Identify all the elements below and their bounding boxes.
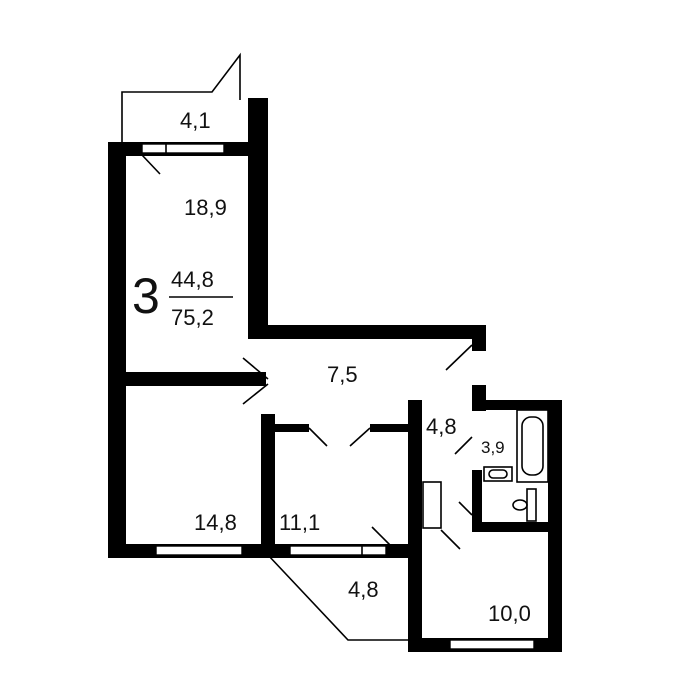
balcony-bottom-outline bbox=[267, 554, 410, 641]
area-label-room-middle: 11,1 bbox=[279, 510, 320, 535]
area-label-kitchen: 10,0 bbox=[488, 601, 531, 626]
area-label-room-left: 14,8 bbox=[194, 510, 237, 535]
area-label-balcony-bottom: 4,8 bbox=[348, 577, 379, 602]
window-room-middle bbox=[289, 545, 387, 556]
area-label-corridor: 4,8 bbox=[426, 414, 457, 439]
bathtub bbox=[516, 409, 549, 483]
kitchen-stove bbox=[422, 481, 442, 529]
window-room-left bbox=[155, 545, 243, 556]
room-count: 3 bbox=[132, 268, 160, 324]
toilet bbox=[512, 488, 537, 522]
window-kitchen bbox=[449, 639, 535, 650]
area-label-room-top: 18,9 bbox=[184, 195, 227, 220]
window-room-top bbox=[141, 143, 225, 154]
total-area: 75,2 bbox=[171, 305, 214, 330]
area-label-bathroom: 3,9 bbox=[481, 438, 505, 457]
balcony-top-outline bbox=[121, 52, 241, 142]
windows bbox=[141, 143, 535, 650]
door-swings bbox=[141, 154, 473, 550]
living-area: 44,8 bbox=[171, 267, 214, 292]
sink bbox=[483, 466, 513, 482]
area-label-hall: 7,5 bbox=[327, 362, 358, 387]
area-label-balcony-top: 4,1 bbox=[180, 108, 211, 133]
